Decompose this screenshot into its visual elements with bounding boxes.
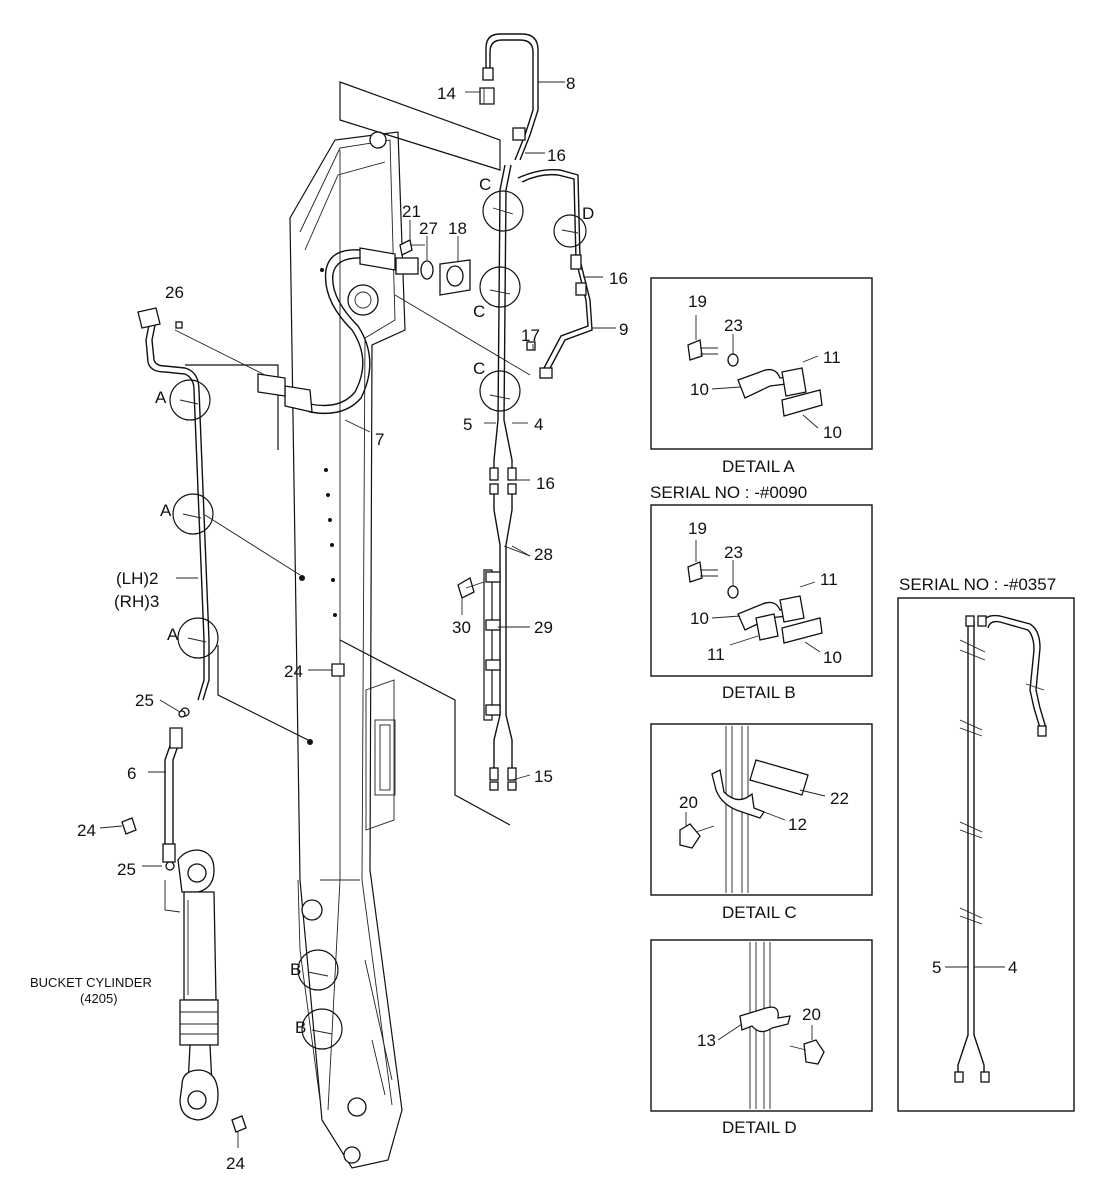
serial-0357-panel: 5 4 xyxy=(897,597,1075,1112)
detail-c-caption: DETAIL C xyxy=(722,903,797,922)
callout-27: 27 xyxy=(419,219,438,238)
serial-panel-label-4: 4 xyxy=(1008,958,1017,977)
callout-16c: 16 xyxy=(536,474,555,493)
callout-rh3: (RH)3 xyxy=(114,592,159,611)
callout-24c: 24 xyxy=(226,1154,245,1173)
detail-c-label-12: 12 xyxy=(788,815,807,834)
detail-d-caption: DETAIL D xyxy=(722,1118,797,1137)
bucket-cylinder-label: BUCKET CYLINDER xyxy=(30,975,152,990)
upper-plate-outline xyxy=(339,81,501,171)
callout-18: 18 xyxy=(448,219,467,238)
pipe-assembly-4-5 xyxy=(457,164,536,791)
detail-d-label-20: 20 xyxy=(802,1005,821,1024)
callout-29: 29 xyxy=(534,618,553,637)
callout-c2: C xyxy=(473,302,485,321)
detail-a-caption: DETAIL A xyxy=(722,457,795,476)
detail-b-label-11a: 11 xyxy=(820,570,838,589)
detail-a-label-11: 11 xyxy=(823,348,841,367)
callout-b2: B xyxy=(295,1018,306,1037)
bucket-cylinder-number: (4205) xyxy=(80,991,118,1006)
callout-a3: A xyxy=(167,625,179,644)
callout-7: 7 xyxy=(375,430,384,449)
detail-b-label-10a: 10 xyxy=(690,609,709,628)
detail-circles xyxy=(169,190,587,1050)
callout-24: 24 xyxy=(284,662,303,681)
callout-25: 25 xyxy=(135,691,154,710)
detail-a-label-23: 23 xyxy=(724,316,743,335)
detail-b-label-11b: 11 xyxy=(707,645,725,664)
callout-26: 26 xyxy=(165,283,184,302)
callout-14: 14 xyxy=(437,84,456,103)
serial-panel-label-5: 5 xyxy=(932,958,941,977)
flange-fittings xyxy=(395,239,471,296)
bucket-cylinder xyxy=(164,849,219,1121)
detail-c-panel: 22 20 12 xyxy=(650,723,873,896)
detail-b-label-23: 23 xyxy=(724,543,743,562)
callout-leaders xyxy=(99,81,616,1148)
fitting-14 xyxy=(479,87,495,105)
callout-d: D xyxy=(582,204,594,223)
detail-a-panel: 19 23 11 10 10 xyxy=(650,277,873,450)
plugs-24-25 xyxy=(121,663,345,1133)
callout-5: 5 xyxy=(463,415,472,434)
callout-labels: 14 8 16 C D 21 27 18 16 C 9 26 17 C A 7 … xyxy=(77,74,628,1173)
callout-c: C xyxy=(479,175,491,194)
callout-b: B xyxy=(290,960,301,979)
callout-21: 21 xyxy=(402,202,421,221)
detail-d-label-13: 13 xyxy=(697,1031,716,1050)
bracket-outline xyxy=(339,639,511,826)
detail-b-label-19: 19 xyxy=(688,519,707,538)
hose-6 xyxy=(162,707,190,871)
side-plate-outline xyxy=(185,364,279,450)
callout-15: 15 xyxy=(534,767,553,786)
callout-c3: C xyxy=(473,359,485,378)
serial-number-right: SERIAL NO : -#0357 xyxy=(899,575,1056,594)
callout-16b: 16 xyxy=(609,269,628,288)
detail-d-panel: 20 13 xyxy=(650,939,873,1112)
detail-a-label-19: 19 xyxy=(688,292,707,311)
pipe-2-3 xyxy=(137,307,210,701)
detail-b-caption: DETAIL B xyxy=(722,683,796,702)
callout-28: 28 xyxy=(534,545,553,564)
callout-17: 17 xyxy=(521,326,540,345)
hose-assembly-8 xyxy=(482,33,539,161)
hose-assembly-9 xyxy=(517,168,593,379)
callout-a: A xyxy=(155,388,167,407)
callout-9: 9 xyxy=(619,320,628,339)
callout-30: 30 xyxy=(452,618,471,637)
callout-8: 8 xyxy=(566,74,575,93)
lower-plate-outline xyxy=(217,645,309,741)
callout-lh2: (LH)2 xyxy=(116,569,159,588)
callout-4: 4 xyxy=(534,415,543,434)
callout-24b: 24 xyxy=(77,821,96,840)
callout-6: 6 xyxy=(127,764,136,783)
detail-c-label-22: 22 xyxy=(830,789,849,808)
detail-b-panel: 19 23 11 10 11 10 xyxy=(650,504,873,677)
arm-boom xyxy=(289,131,406,1169)
serial-number-b: SERIAL NO : -#0090 xyxy=(650,483,807,502)
detail-a-label-10a: 10 xyxy=(690,380,709,399)
callout-a2: A xyxy=(160,501,172,520)
detail-a-label-10b: 10 xyxy=(823,423,842,442)
callout-16: 16 xyxy=(547,146,566,165)
callout-25b: 25 xyxy=(117,860,136,879)
detail-c-label-20: 20 xyxy=(679,793,698,812)
hose-7 xyxy=(257,247,396,415)
detail-b-label-10b: 10 xyxy=(823,648,842,667)
